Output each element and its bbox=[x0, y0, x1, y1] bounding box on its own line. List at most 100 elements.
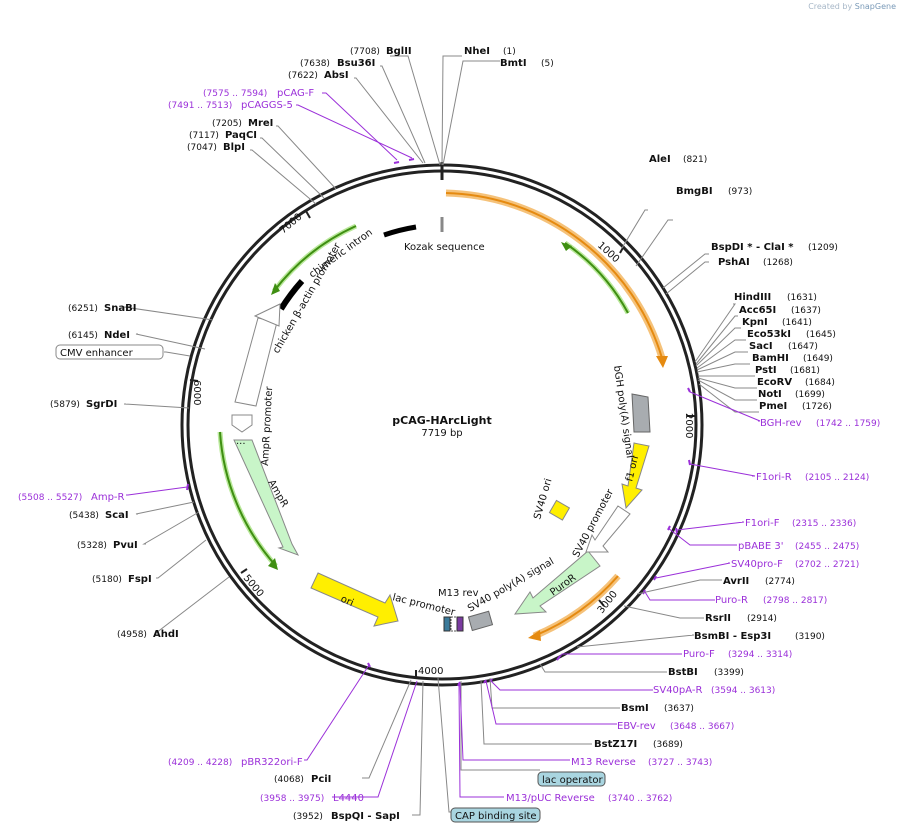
kozak-label: Kozak sequence bbox=[404, 242, 485, 253]
plasmid-name: pCAG-HArcLight bbox=[392, 414, 491, 427]
enzyme-bstbi-pos: (3399) bbox=[714, 668, 744, 678]
primer-leaders bbox=[126, 92, 761, 798]
enzyme-absi-pos: (7622) bbox=[288, 71, 318, 81]
tick-6000: 6000 bbox=[191, 380, 202, 405]
sv40ori-label: SV40 ori bbox=[532, 477, 554, 521]
enzyme-scai-name[interactable]: ScaI bbox=[105, 510, 129, 521]
primer-sv40prof-pos: (2702 .. 2721) bbox=[795, 560, 859, 570]
enzyme-leaders bbox=[123, 55, 759, 816]
ampr-promoter-shape bbox=[231, 414, 253, 433]
enzyme-ahdi-name[interactable]: AhdI bbox=[153, 629, 179, 640]
boxed-labels: CMV enhancer lac operator CAP binding si… bbox=[55, 344, 606, 823]
enzyme-labels: NheI (1) BmtI (5) (7708) BglII (7638) Bs… bbox=[50, 46, 838, 822]
enzyme-bstbi-name[interactable]: BstBI bbox=[668, 667, 698, 678]
enzyme-bsmi-name[interactable]: BsmI bbox=[621, 703, 649, 714]
primer-f1orir-name[interactable]: F1ori-R bbox=[756, 472, 792, 483]
enzyme-bglii-name[interactable]: BglII bbox=[386, 46, 412, 57]
primer-f1orif-name[interactable]: F1ori-F bbox=[745, 518, 780, 529]
primer-sv40par-pos: (3594 .. 3613) bbox=[711, 686, 775, 696]
enzyme-ecorv-pos: (1684) bbox=[805, 378, 835, 388]
cmv-enhancer-label[interactable]: CMV enhancer bbox=[60, 348, 134, 359]
snapgene-credit: Created by SnapGene bbox=[808, 2, 896, 11]
enzyme-sgrdi-name[interactable]: SgrDI bbox=[86, 399, 117, 410]
primer-sv40prof-name[interactable]: SV40pro-F bbox=[731, 559, 783, 570]
enzyme-fspi-name[interactable]: FspI bbox=[128, 574, 152, 585]
enzyme-bstz17i-name[interactable]: BstZ17I bbox=[594, 739, 637, 750]
enzyme-avrii-name[interactable]: AvrII bbox=[723, 576, 749, 587]
enzyme-alei-pos: (821) bbox=[683, 155, 707, 165]
enzyme-eco53ki-pos: (1645) bbox=[806, 330, 836, 340]
enzyme-nhei-name[interactable]: NheI bbox=[464, 46, 490, 57]
enzyme-bsu36i-name[interactable]: Bsu36I bbox=[337, 58, 375, 69]
enzyme-blpi-name[interactable]: BlpI bbox=[223, 142, 245, 153]
enzyme-pmei-pos: (1726) bbox=[802, 402, 832, 412]
enzyme-paqci-name[interactable]: PaqCI bbox=[225, 130, 257, 141]
primer-pbabe3-name[interactable]: pBABE 3' bbox=[738, 541, 784, 552]
enzyme-bspdi-name[interactable]: BspDI * - ClaI * bbox=[711, 242, 794, 253]
enzyme-bsmbi-pos: (3190) bbox=[795, 632, 825, 642]
enzyme-bspqi-name[interactable]: BspQI - SapI bbox=[331, 811, 400, 822]
primer-m13reverse-name[interactable]: M13 Reverse bbox=[571, 757, 636, 768]
enzyme-paqci-pos: (7117) bbox=[189, 131, 219, 141]
ori-label: ori bbox=[339, 594, 355, 609]
plasmid-size: 7719 bp bbox=[421, 428, 462, 439]
enzyme-kpni-name[interactable]: KpnI bbox=[742, 317, 768, 328]
enzyme-acc65i-name[interactable]: Acc65I bbox=[739, 305, 776, 316]
enzyme-pvui-name[interactable]: PvuI bbox=[113, 540, 138, 551]
lac-operator-label[interactable]: lac operator bbox=[542, 775, 603, 786]
enzyme-mrei-name[interactable]: MreI bbox=[248, 118, 273, 129]
enzyme-bmti-name[interactable]: BmtI bbox=[500, 58, 527, 69]
primer-puror-pos: (2798 .. 2817) bbox=[763, 596, 827, 606]
primer-pcaggs5-pos: (7491 .. 7513) bbox=[168, 101, 232, 111]
enzyme-bamhi-name[interactable]: BamHI bbox=[752, 353, 789, 364]
primer-puror-name[interactable]: Puro-R bbox=[715, 595, 748, 606]
enzyme-hindiii-pos: (1631) bbox=[787, 293, 817, 303]
bgh-label: bGH poly(A) signal bbox=[611, 365, 635, 459]
primer-pbr322orif-pos: (4209 .. 4228) bbox=[168, 758, 232, 768]
enzyme-bsmbi-name[interactable]: BsmBI - Esp3I bbox=[694, 631, 771, 642]
primer-sv40par-name[interactable]: SV40pA-R bbox=[653, 685, 702, 696]
enzyme-pcii-name[interactable]: PciI bbox=[311, 774, 331, 785]
enzyme-eco53ki-name[interactable]: Eco53kI bbox=[747, 329, 791, 340]
primer-pbr322orif-name[interactable]: pBR322ori-F bbox=[241, 757, 303, 768]
primer-pcagf-pos: (7575 .. 7594) bbox=[203, 89, 267, 99]
enzyme-noti-pos: (1699) bbox=[795, 390, 825, 400]
primer-m13reverse-pos: (3727 .. 3743) bbox=[648, 758, 712, 768]
enzyme-bspqi-pos: (3952) bbox=[293, 812, 323, 822]
enzyme-snabi-pos: (6251) bbox=[68, 304, 98, 314]
enzyme-rsrii-name[interactable]: RsrII bbox=[705, 613, 731, 624]
enzyme-pmei-name[interactable]: PmeI bbox=[759, 401, 787, 412]
primer-l4440-name[interactable]: L4440 bbox=[333, 793, 364, 804]
enzyme-hindiii-name[interactable]: HindIII bbox=[734, 292, 771, 303]
ampr-promoter-label: AmpR promoter bbox=[260, 385, 275, 466]
enzyme-avrii-pos: (2774) bbox=[765, 577, 795, 587]
primer-labels: (7575 .. 7594) pCAG-F (7491 .. 7513) pCA… bbox=[18, 88, 880, 804]
primer-purof-name[interactable]: Puro-F bbox=[683, 649, 715, 660]
enzyme-pshai-name[interactable]: PshAI bbox=[718, 257, 750, 268]
enzyme-noti-name[interactable]: NotI bbox=[758, 389, 782, 400]
enzyme-ndei-pos: (6145) bbox=[68, 331, 98, 341]
enzyme-saci-name[interactable]: SacI bbox=[749, 341, 773, 352]
primer-ebvrev-name[interactable]: EBV-rev bbox=[617, 721, 656, 732]
primer-ampr-name[interactable]: Amp-R bbox=[91, 492, 125, 503]
enzyme-absi-name[interactable]: AbsI bbox=[324, 70, 349, 81]
primer-pcagf-name[interactable]: pCAG-F bbox=[277, 88, 314, 99]
primer-m13puc-name[interactable]: M13/pUC Reverse bbox=[506, 793, 595, 804]
enzyme-psti-name[interactable]: PstI bbox=[755, 365, 777, 376]
primer-m13puc-pos: (3740 .. 3762) bbox=[608, 794, 672, 804]
enzyme-pvui-pos: (5328) bbox=[77, 541, 107, 551]
enzyme-alei-name[interactable]: AleI bbox=[649, 154, 671, 165]
primer-pcaggs5-name[interactable]: pCAGGS-5 bbox=[241, 100, 293, 111]
enzyme-acc65i-pos: (1637) bbox=[791, 306, 821, 316]
snapgene-brand[interactable]: SnapGene bbox=[854, 2, 896, 11]
sv40-promoter-arrow bbox=[585, 505, 631, 553]
enzyme-ndei-name[interactable]: NdeI bbox=[104, 330, 130, 341]
enzyme-nhei-pos: (1) bbox=[503, 47, 516, 57]
enzyme-snabi-name[interactable]: SnaBI bbox=[104, 303, 136, 314]
enzyme-scai-pos: (5438) bbox=[69, 511, 99, 521]
cap-binding-site-label[interactable]: CAP binding site bbox=[455, 811, 537, 822]
tick-7000: 7000 bbox=[278, 212, 305, 237]
primer-bghrev-name[interactable]: BGH-rev bbox=[760, 418, 802, 429]
enzyme-bmgbi-name[interactable]: BmgBI bbox=[676, 186, 713, 197]
enzyme-ecorv-name[interactable]: EcoRV bbox=[757, 377, 792, 388]
